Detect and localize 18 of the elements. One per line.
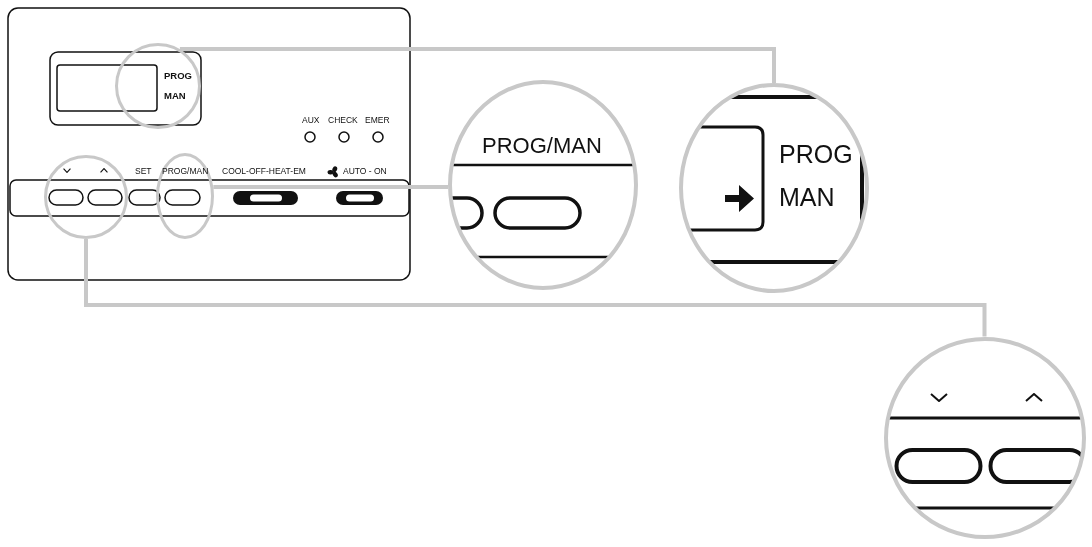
leader-line xyxy=(179,47,776,83)
indicator-label: MAN xyxy=(164,91,186,101)
button-label: SET xyxy=(135,167,152,176)
indicator-label: CHECK xyxy=(328,116,358,125)
indicator-label: PROG xyxy=(164,71,192,81)
highlight-circle xyxy=(44,155,128,239)
switch-label: COOL-OFF-HEAT-EM xyxy=(222,167,306,176)
leader-line xyxy=(213,185,448,189)
switch-label: AUTO - ON xyxy=(343,167,387,176)
indicator-label: AUX xyxy=(302,116,320,125)
leader-line xyxy=(84,239,987,337)
button-label: PROG/MAN xyxy=(482,135,602,157)
indicator-label: EMER xyxy=(365,116,390,125)
button-label: PROG/MAN xyxy=(162,167,209,176)
highlight-ellipse xyxy=(156,153,214,239)
indicator-label: MAN xyxy=(779,185,835,210)
highlight-circle xyxy=(115,43,201,129)
indicator-label: PROG xyxy=(779,142,853,167)
